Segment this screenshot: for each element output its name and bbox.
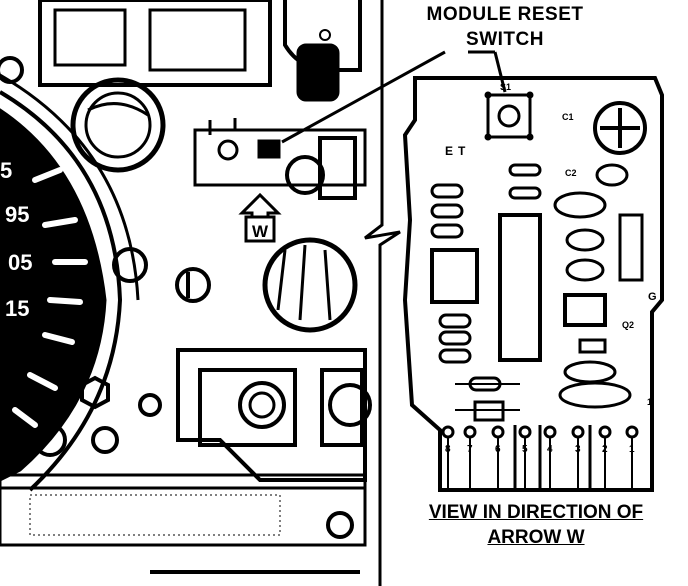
pin-pad — [598, 425, 612, 439]
label-g: G — [648, 291, 657, 303]
divider-line — [364, 0, 401, 586]
label-t: T — [458, 144, 466, 158]
small-ic — [430, 248, 479, 304]
label-q2: Q2 — [622, 320, 634, 330]
board-outline — [402, 76, 664, 492]
reset-switch-on-module — [257, 139, 281, 159]
callout-leaders — [281, 50, 507, 144]
gauge-number-5: 5 — [0, 158, 12, 183]
pin-pad — [571, 425, 585, 439]
pin-number-7: 7 — [467, 444, 473, 455]
lamp-socket — [70, 77, 166, 173]
label-s1: S1 — [500, 82, 511, 92]
gauge-ticks — [12, 167, 88, 428]
arrow-label: W — [252, 222, 269, 241]
pin-pad — [518, 425, 532, 439]
cluster-area: 5 95 05 15 W — [0, 0, 401, 586]
capacitor-c1 — [593, 101, 647, 155]
gauge-number-95: 95 — [5, 202, 29, 227]
pin-number-3: 3 — [575, 444, 581, 455]
label-c1: C1 — [562, 112, 574, 122]
board-pins — [441, 425, 639, 439]
capacitor-c2 — [595, 163, 629, 187]
main-ic — [498, 213, 542, 362]
label-e: E — [445, 144, 453, 158]
pin-number-8: 8 — [445, 444, 451, 455]
reset-switch — [486, 93, 532, 139]
pin-pad — [441, 425, 455, 439]
pin-pad — [625, 425, 639, 439]
pin-number-6: 6 — [495, 444, 501, 455]
pin-number-1: 1 — [629, 444, 635, 455]
view-caption-line2: ARROW W — [487, 527, 585, 548]
pin-pad — [463, 425, 477, 439]
speedometer-dial — [0, 108, 107, 482]
lower-bracket — [176, 348, 367, 482]
pin-number-4: 4 — [547, 444, 553, 455]
module-housing — [193, 128, 367, 187]
connector-round — [262, 237, 358, 333]
gauge-number-15: 15 — [5, 296, 29, 321]
pin-pad — [491, 425, 505, 439]
pin-pad — [543, 425, 557, 439]
pin-number-5: 5 — [522, 444, 528, 455]
circuit-board — [402, 76, 664, 492]
view-caption-line1: VIEW IN DIRECTION OF — [428, 502, 644, 523]
label-1: 1 — [647, 397, 652, 407]
callout-title-line2: SWITCH — [466, 29, 544, 50]
top-housing — [38, 0, 272, 87]
pin-number-2: 2 — [602, 444, 608, 455]
label-c2: C2 — [565, 168, 577, 178]
callout-title-line1: MODULE RESET — [426, 4, 584, 25]
gauge-number-05: 05 — [8, 250, 32, 275]
